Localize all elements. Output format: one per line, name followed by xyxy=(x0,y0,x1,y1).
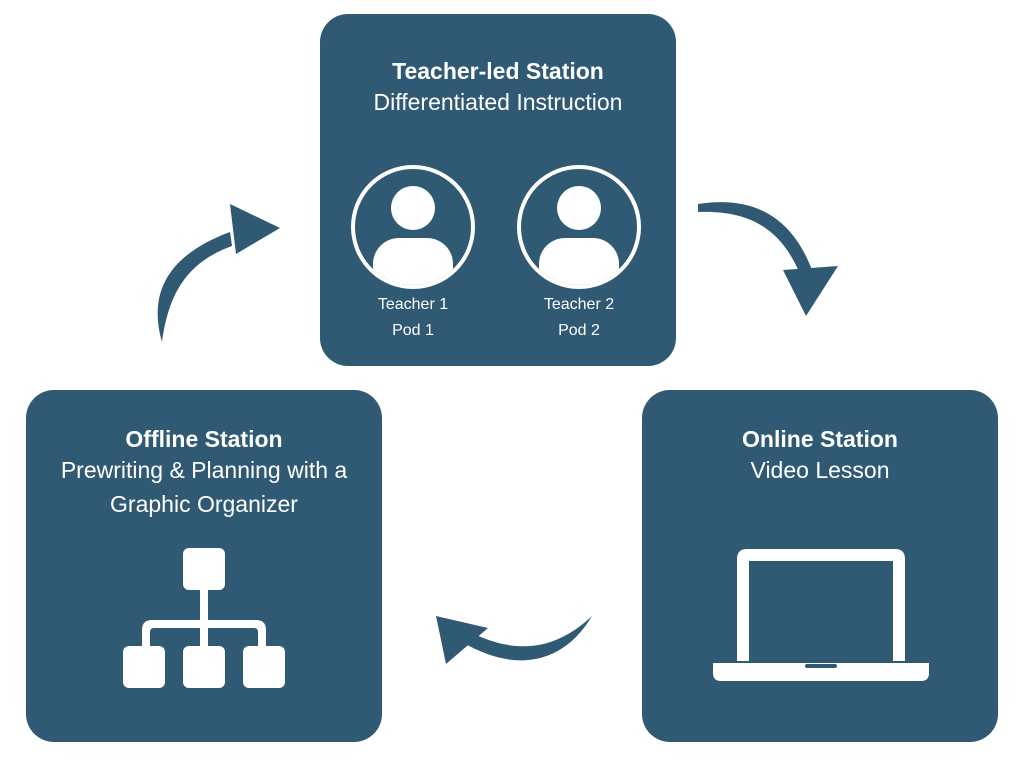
pod-2-teacher: Teacher 2 xyxy=(543,296,615,313)
teacher-led-station: Teacher-led Station Differentiated Instr… xyxy=(320,14,676,366)
laptop-icon xyxy=(713,549,929,681)
pod-1-label: Teacher 1 Pod 1 xyxy=(343,292,483,344)
online-subtitle: Video Lesson xyxy=(750,457,890,483)
offline-subtitle-line1: Prewriting & Planning with a xyxy=(60,457,348,483)
pod-2-label: Teacher 2 Pod 2 xyxy=(509,292,649,344)
person-icon xyxy=(517,165,641,289)
offline-title: Offline Station xyxy=(125,426,283,452)
arrow-online-to-offline xyxy=(436,616,592,664)
offline-subtitle-line2: Graphic Organizer xyxy=(110,491,298,517)
arrow-offline-to-teacher xyxy=(157,204,280,342)
online-station: Online Station Video Lesson xyxy=(642,390,998,742)
pod-1-name: Pod 1 xyxy=(392,322,434,339)
offline-station: Offline Station Prewriting & Planning wi… xyxy=(26,390,382,742)
org-chart-icon xyxy=(123,548,285,688)
teacher-led-title: Teacher-led Station xyxy=(392,58,604,84)
arrow-teacher-to-online xyxy=(698,202,838,316)
person-icon xyxy=(351,165,475,289)
pod-2-name: Pod 2 xyxy=(558,322,600,339)
online-title: Online Station xyxy=(742,426,898,452)
teacher-led-subtitle: Differentiated Instruction xyxy=(373,89,623,115)
pod-1-teacher: Teacher 1 xyxy=(377,296,449,313)
